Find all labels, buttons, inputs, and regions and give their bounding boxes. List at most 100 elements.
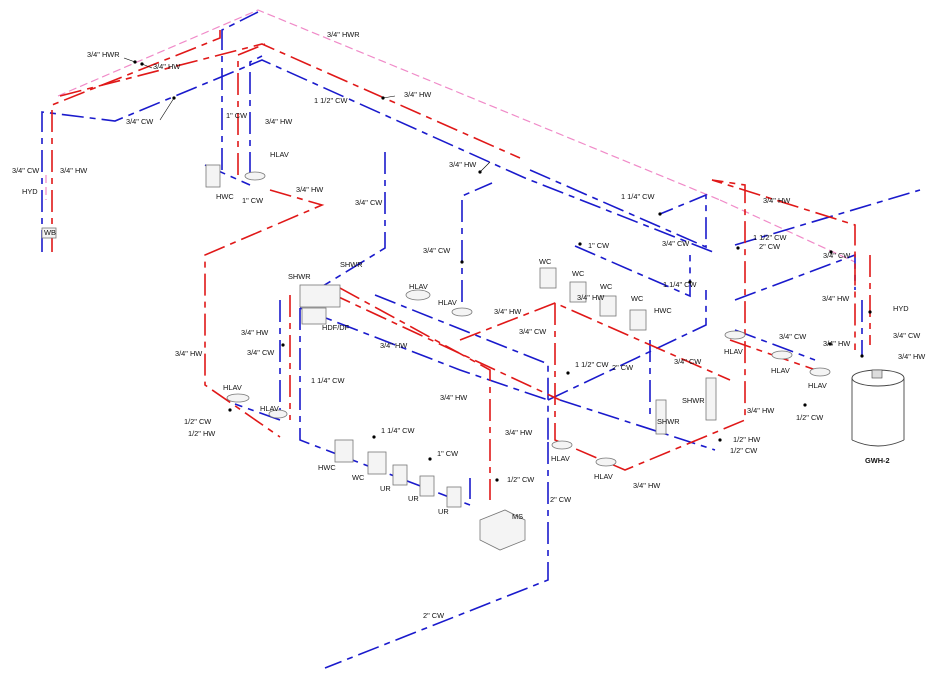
label-hlav-mid: HLAV [409,282,428,291]
label-ur3: UR [438,507,449,516]
label-hw-right-low: 3/4" HW [633,481,660,490]
label-cw-1-wc: 1" CW [588,241,609,250]
label-cw-1-hwc: 1" CW [242,196,263,205]
label-hw-right-far: 3/4" HW [822,294,849,303]
urinal-fixture-icon [419,475,435,497]
toilet-fixture-icon [367,451,387,475]
label-cw-114-wc: 1 1/4" CW [663,280,696,289]
label-cw-mid-branch: 3/4" CW [423,246,450,255]
label-hw-right-top: 3/4" HW [763,196,790,205]
cold-water-lines [41,11,921,669]
lavatory-fixture-icon [226,393,250,403]
label-cw-main-top: 1 1/2" CW [314,96,347,105]
label-cw-34-right-mid: 3/4" CW [779,332,806,341]
mop-sink-icon [479,509,526,551]
lavatory-fixture-icon [244,171,266,181]
label-cw-112-right: 1 1/2" CW [753,233,786,242]
label-cw-2-bottom-left: 2" CW [423,611,444,620]
label-hlav-low-left: HLAV [223,383,242,392]
label-cw-left-top: 3/4" CW [126,117,153,126]
drinking-fountain-icon [301,307,327,325]
label-cw-center: 3/4" CW [519,327,546,336]
label-hwr-left: 3/4" HWR [87,50,120,59]
label-hw-half-right: 1/2" HW [733,435,760,444]
lavatory-fixture-icon [809,367,831,377]
label-cw-114-bottom: 1 1/4" CW [381,426,414,435]
label-hw-34-gwh: 3/4" HW [898,352,925,361]
label-cw-114-lower: 1 1/4" CW [311,376,344,385]
toilet-fixture-icon [629,309,647,331]
label-cw-left-riser: 3/4" CW [12,166,39,175]
shower-fixture-icon [655,399,667,435]
label-cw-34-right: 3/4" CW [823,251,850,260]
label-hw-center-low: 3/4" HW [577,293,604,302]
label-hw-34-right-mid2: 3/4" HW [747,406,774,415]
label-cw-112-center: 1 1/2" CW [575,360,608,369]
leader-lines [123,57,872,482]
label-hw-main-top: 3/4" HW [404,90,431,99]
label-hw-top-hlav: 3/4" HW [265,117,292,126]
label-shwr-b: SHWR [288,272,311,281]
toilet-fixture-icon [334,439,354,463]
shower-fixture-icon [299,284,341,308]
water-heater-icon [851,369,905,447]
lavatory-fixture-icon [771,350,793,360]
label-cw-2-center: 2" CW [612,363,633,372]
toilet-fixture-icon [599,295,617,317]
label-wc2: WC [572,269,585,278]
label-hw-left-branch: 3/4" HW [241,328,268,337]
label-hwc-bottom: HWC [318,463,336,472]
label-cw-mid-riser: 3/4" CW [355,198,382,207]
lavatory-fixture-icon [724,330,746,340]
label-cw-left-branch: 3/4" CW [247,348,274,357]
label-hw-center: 3/4" HW [494,307,521,316]
pipe-labels: 3/4" HWR 3/4" HWR 3/4" HW 3/4" CW 1 1/2"… [12,30,925,620]
lavatory-fixture-icon [405,289,431,301]
label-cw-2-right: 2" CW [759,242,780,251]
hot-water-return-lines [45,9,856,263]
label-hdf-df: HDF/DF [322,323,350,332]
label-shwr-a: SHWR [340,260,363,269]
urinal-fixture-icon [446,486,462,508]
label-cw-1-top: 1" CW [226,111,247,120]
label-ur2: UR [408,494,419,503]
label-hw-mid-branch: 3/4" HW [449,160,476,169]
label-hyd-left: HYD [22,187,38,196]
label-hw-left-top: 3/4" HW [153,62,180,71]
toilet-fixture-icon [569,281,587,303]
label-cw-half-right: 1/2" CW [796,413,823,422]
label-cw-34-gwh: 3/4" CW [893,331,920,340]
urinal-fixture-icon [392,464,408,486]
label-cw-114-right-top: 1 1/4" CW [621,192,654,201]
label-hwr-top: 3/4" HWR [327,30,360,39]
label-hlav-low-left2: HLAV [260,404,279,413]
hot-water-lines [51,30,871,500]
label-hyd-right: HYD [893,304,909,313]
label-shwr-right1: SHWR [682,396,705,405]
toilet-fixture-icon [205,164,221,188]
label-ms: MS [512,512,523,521]
label-wc4: WC [631,294,644,303]
label-hw-right-mid: 3/4" HW [823,339,850,348]
lavatory-fixture-icon [451,307,473,317]
label-shwr-right2: SHWR [657,417,680,426]
label-cw-half-ms: 1/2" CW [507,475,534,484]
lavatory-fixture-icon [268,409,288,419]
label-hw-half-left: 1/2" HW [188,429,215,438]
label-hlav-top: HLAV [270,150,289,159]
label-cw-half-left: 1/2" CW [184,417,211,426]
label-hlav-right3: HLAV [808,381,827,390]
water-box-icon [41,227,57,239]
label-hlav-center-low: HLAV [551,454,570,463]
label-cw-1-bottom: 1" CW [437,449,458,458]
label-cw-2-bottom: 2" CW [550,495,571,504]
label-hw-mid-top: 3/4" HW [296,185,323,194]
label-cw-half-right2: 1/2" CW [730,446,757,455]
lavatory-fixture-icon [551,440,573,450]
label-cw-34-right-top: 3/4" CW [662,239,689,248]
label-hlav-center-low2: HLAV [594,472,613,481]
label-wc3: WC [600,282,613,291]
label-wc1: WC [539,257,552,266]
label-ur1: UR [380,484,391,493]
